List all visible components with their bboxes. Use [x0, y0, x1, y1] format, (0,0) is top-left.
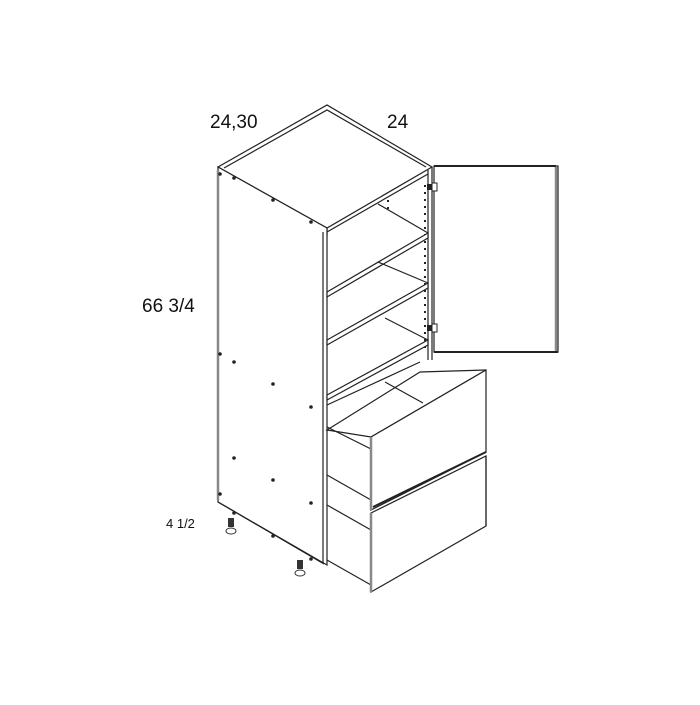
width-dimension-label: 24,30 [210, 112, 258, 133]
toe-kick-dimension-label: 4 1/2 [166, 516, 195, 531]
drawer-lower [326, 455, 487, 594]
shelf-2 [326, 261, 429, 347]
shelf-3 [326, 317, 429, 402]
hinge-bottom-icon [427, 323, 438, 333]
shelf-1 [326, 203, 429, 299]
height-dimension-label: 66 3/4 [142, 296, 195, 317]
leveling-leg-left-icon [225, 518, 237, 535]
drawer-upper [325, 361, 487, 511]
left-side-panel [216, 165, 328, 567]
cabinet-door [433, 165, 559, 353]
depth-dimension-label: 24 [387, 112, 409, 133]
hinge-top-icon [427, 182, 438, 192]
leveling-leg-right-icon [294, 560, 306, 577]
